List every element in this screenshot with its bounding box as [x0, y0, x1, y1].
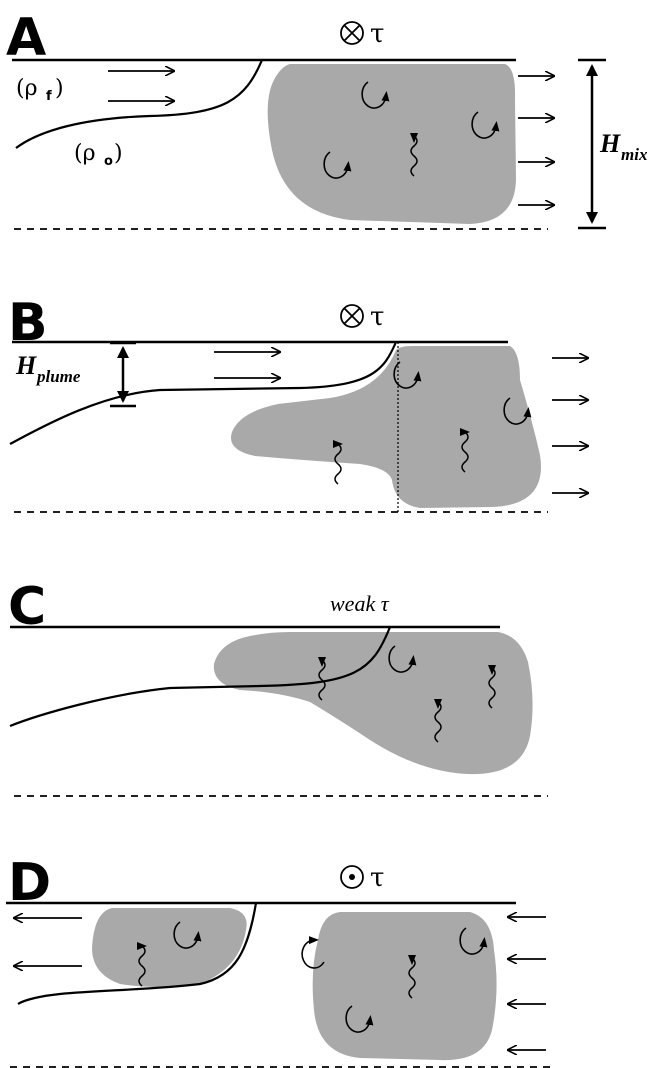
density-front — [15, 59, 264, 149]
panel-b-tau: τ — [370, 302, 384, 332]
mixed-layer-blob — [213, 632, 533, 775]
panel-a: A τ (ρ f ) (ρ o ) — [6, 8, 648, 230]
mixing-depth-dimension — [578, 58, 606, 230]
panel-b-forcing: τ — [340, 302, 384, 332]
outflow-arrows — [518, 76, 554, 205]
plume-depth-dimension — [110, 341, 136, 408]
circular-arrow-icon — [459, 927, 488, 955]
panel-d-tau: τ — [370, 863, 384, 893]
h-mix-label: H mix — [599, 129, 648, 164]
svg-text:H: H — [599, 129, 621, 158]
mixed-layer-blob — [230, 346, 541, 508]
eddy-icons — [388, 645, 417, 673]
flow-arrows-plume — [214, 352, 280, 378]
wavy-arrow-icon — [410, 133, 418, 177]
circular-arrow-icon — [345, 1005, 374, 1033]
circular-arrow-icon — [393, 361, 422, 389]
svg-text:plume: plume — [35, 367, 81, 386]
svg-text:H: H — [15, 351, 37, 380]
mixing-wave-icon — [410, 133, 418, 177]
svg-text:): ) — [114, 141, 123, 166]
cross-circle-icon — [340, 304, 364, 328]
rho-o-label: (ρ o ) — [74, 141, 123, 169]
wavy-arrow-icon — [138, 942, 149, 987]
svg-text:f: f — [46, 89, 52, 104]
wavy-arrow-icon — [488, 665, 496, 709]
wavy-arrow-icon — [408, 955, 416, 999]
circular-arrow-icon — [503, 397, 532, 425]
plume-mixed-blob — [92, 908, 247, 987]
mixing-wave-icons — [334, 428, 472, 485]
panel-a-letter: A — [6, 8, 46, 68]
mixing-wave-icons — [318, 657, 496, 743]
mixed-layer-blob — [267, 64, 516, 224]
wavy-arrow-icon — [318, 657, 326, 701]
circular-arrow-icon — [173, 921, 202, 949]
panel-a-tau: τ — [370, 19, 384, 49]
density-front — [17, 902, 258, 1005]
svg-text:(ρ: (ρ — [74, 141, 96, 166]
svg-text:mix: mix — [621, 145, 648, 164]
flow-arrows-fresh — [108, 71, 174, 101]
panel-c-forcing: weak τ — [330, 591, 390, 616]
inflow-arrows — [508, 917, 546, 1050]
wavy-arrow-icon — [461, 428, 472, 473]
svg-text:): ) — [55, 76, 64, 101]
eddy-icons — [173, 921, 488, 1033]
eddy-icons — [393, 361, 532, 425]
panel-a-forcing: τ — [340, 19, 384, 49]
circular-arrow-icon — [388, 645, 417, 673]
mixing-wave-icons — [138, 942, 416, 999]
wavy-arrow-icon — [434, 699, 442, 743]
circular-arrow-icon — [323, 151, 352, 179]
outflow-arrows — [552, 358, 588, 493]
rho-f-label: (ρ f ) — [16, 76, 64, 104]
density-front — [9, 626, 392, 728]
circular-arrow-icon — [301, 936, 325, 969]
circular-arrow-icon — [361, 81, 390, 109]
panel-b: B τ H plume — [8, 293, 588, 513]
circular-arrow-icon — [471, 111, 500, 139]
wavy-arrow-icon — [334, 440, 345, 485]
dot-circle-icon — [340, 865, 364, 889]
svg-text:o: o — [104, 154, 113, 169]
eddy-icons — [323, 81, 500, 179]
density-front — [9, 341, 398, 445]
svg-text:(ρ: (ρ — [16, 76, 38, 101]
panel-d: D τ — [6, 853, 550, 1068]
mixed-layer-blob — [312, 912, 497, 1061]
panel-c: C weak τ — [8, 577, 548, 797]
cross-circle-icon — [340, 21, 364, 45]
panel-d-forcing: τ — [340, 863, 384, 893]
h-plume-label: H plume — [15, 351, 81, 386]
flow-arrows-reverse — [14, 918, 82, 966]
panel-b-letter: B — [8, 293, 48, 353]
